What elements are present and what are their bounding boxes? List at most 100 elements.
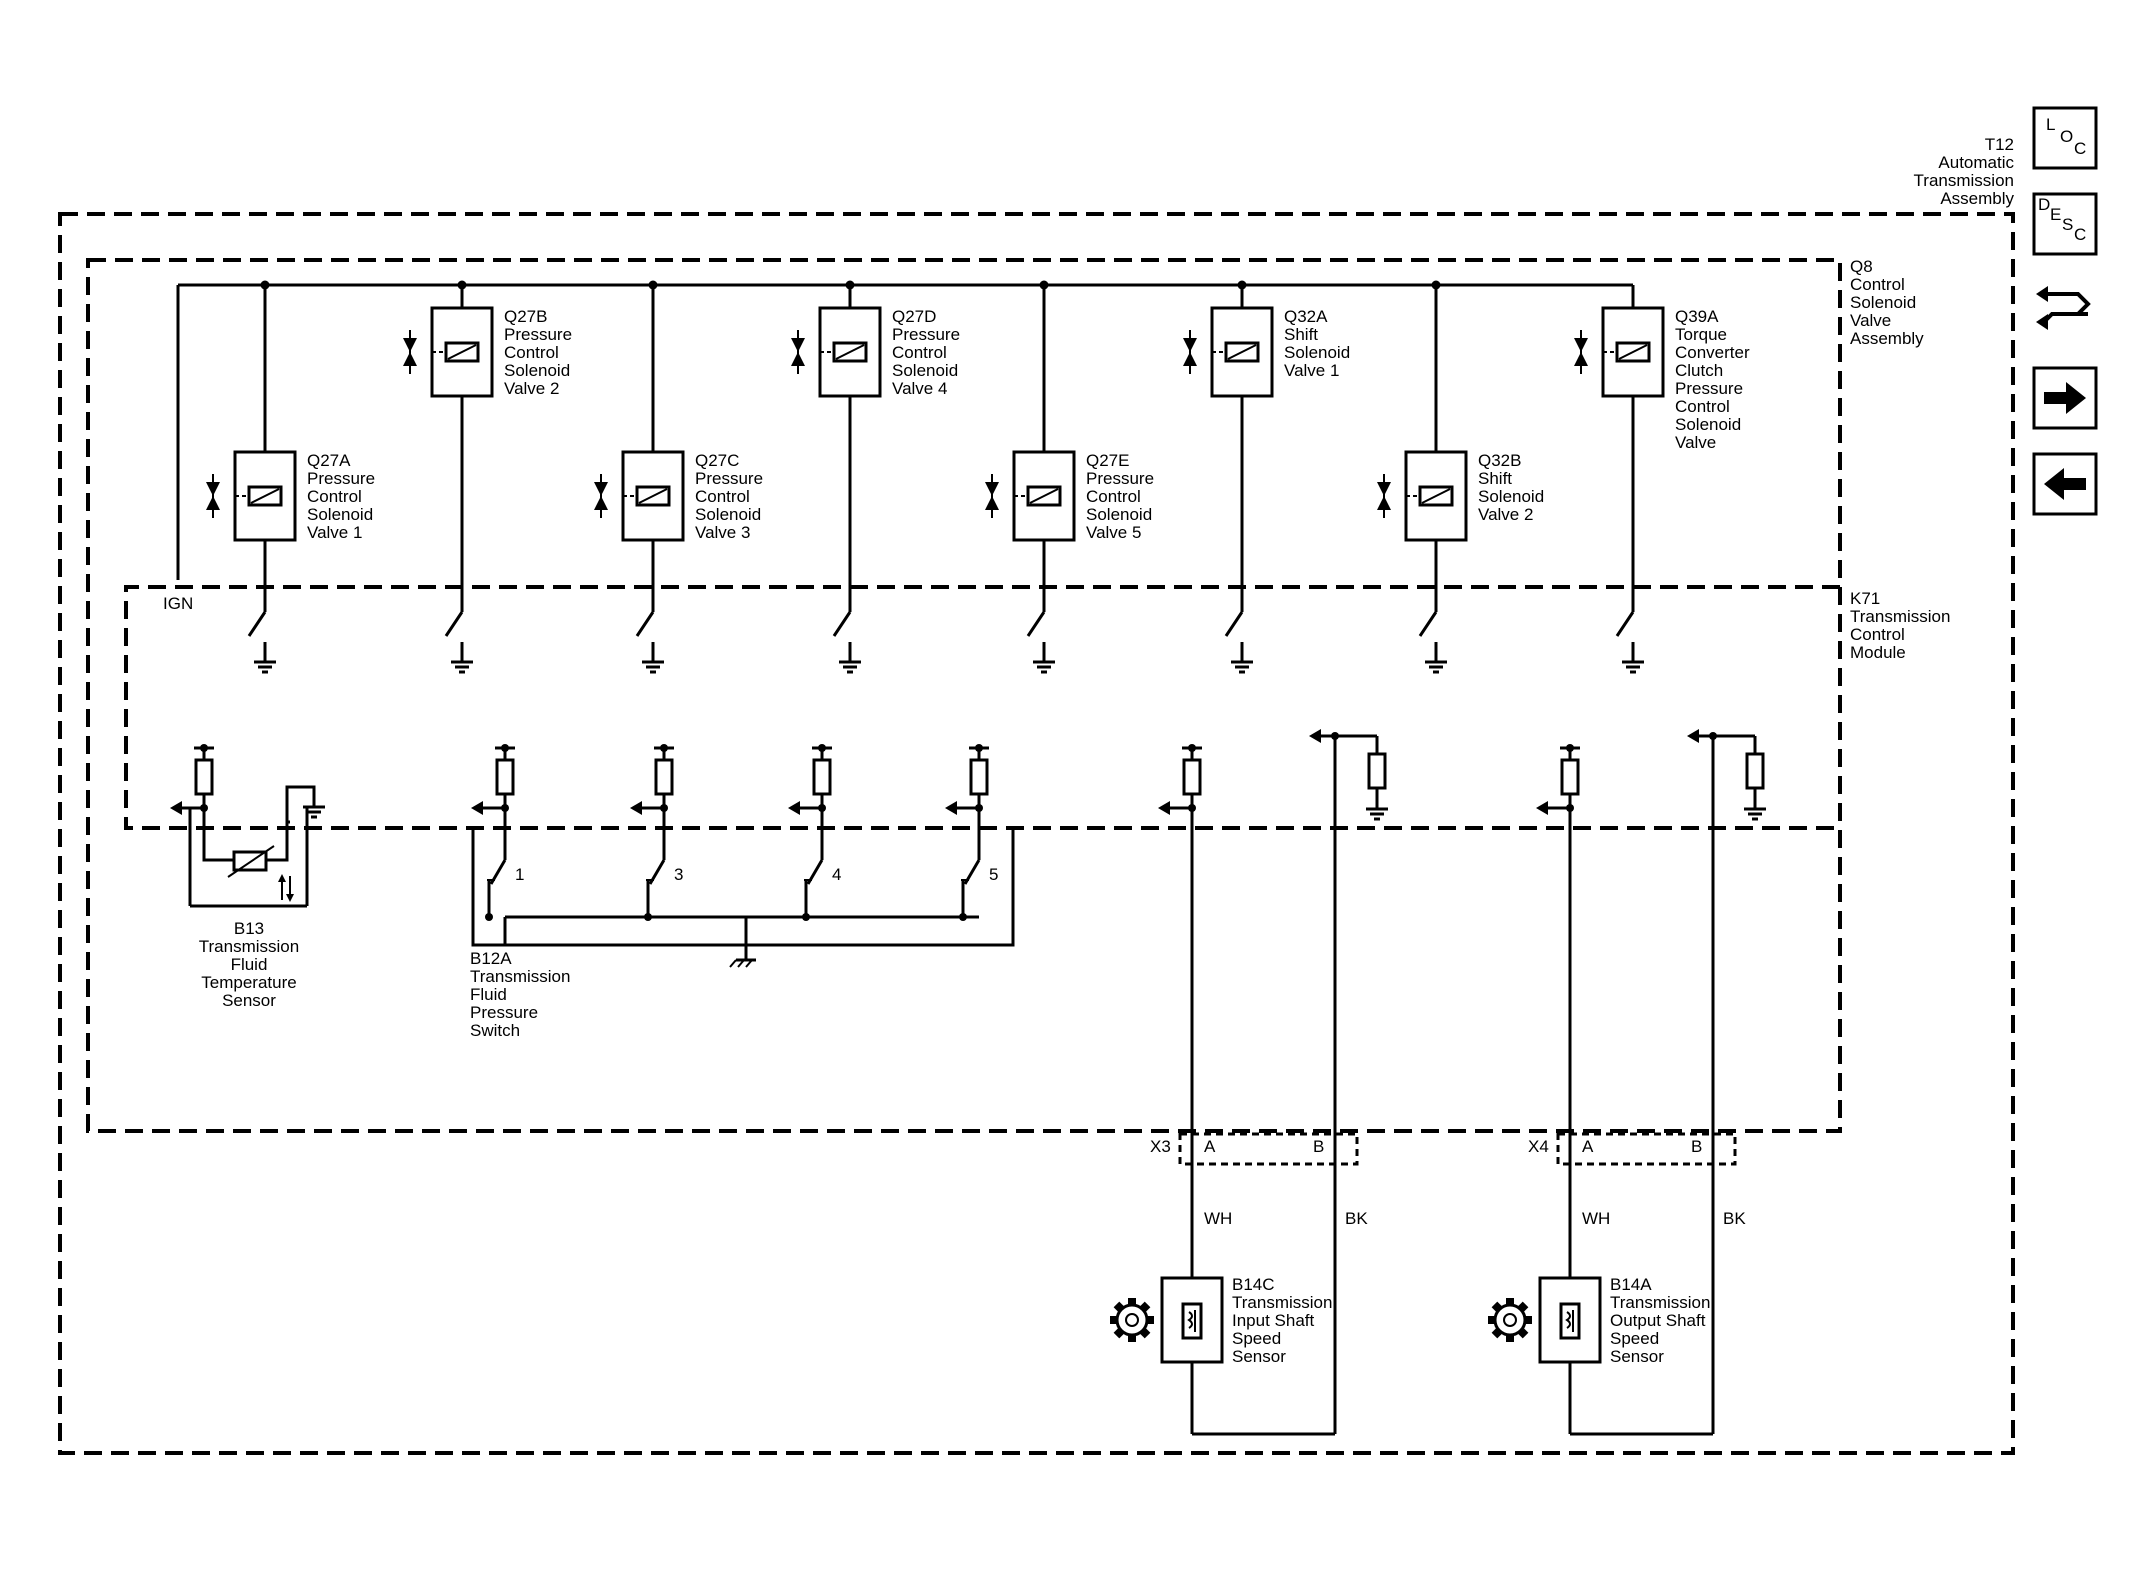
svg-text:X3: X3 (1150, 1137, 1171, 1156)
temp-sensor-input (170, 744, 214, 815)
svg-text:Module: Module (1850, 643, 1906, 662)
svg-text:Valve 1: Valve 1 (1284, 361, 1339, 380)
svg-text:E: E (2050, 205, 2061, 224)
svg-text:D: D (2038, 195, 2050, 214)
svg-text:Output Shaft: Output Shaft (1610, 1311, 1706, 1330)
svg-text:Pressure: Pressure (504, 325, 572, 344)
svg-text:Speed: Speed (1232, 1329, 1281, 1348)
temperature-sensor (188, 785, 327, 908)
temperature-sensor-label: B13 Transmission Fluid Temperature Senso… (199, 919, 299, 1010)
svg-text:Valve 1: Valve 1 (307, 523, 362, 542)
svg-text:Q39A: Q39A (1675, 307, 1719, 326)
svg-text:C: C (2074, 139, 2086, 158)
svg-text:Transmission: Transmission (1232, 1293, 1332, 1312)
svg-text:Control: Control (1850, 625, 1905, 644)
svg-text:Q27A: Q27A (307, 451, 351, 470)
svg-text:Transmission: Transmission (199, 937, 299, 956)
speed-sensor-b14c (1110, 1276, 1224, 1364)
connector-swap-button[interactable] (2032, 274, 2098, 338)
svg-text:Control: Control (307, 487, 362, 506)
arrow-right-icon (2032, 366, 2098, 430)
valve-assembly-label: Q8 Control Solenoid Valve Assembly (1850, 257, 1924, 348)
description-button[interactable]: D E S C (2032, 192, 2098, 256)
svg-text:Q27E: Q27E (1086, 451, 1129, 470)
pressure-switch-input-3: 3 (630, 744, 683, 921)
svg-text:Transmission: Transmission (1850, 607, 1950, 626)
svg-text:Solenoid: Solenoid (892, 361, 958, 380)
ign-label: IGN (163, 594, 193, 613)
svg-text:Torque: Torque (1675, 325, 1727, 344)
svg-text:Shift: Shift (1478, 469, 1512, 488)
speed-input-a-1 (1536, 744, 1580, 815)
svg-text:Speed: Speed (1610, 1329, 1659, 1348)
svg-text:B: B (1313, 1137, 1324, 1156)
svg-text:Temperature: Temperature (201, 973, 296, 992)
contact-label: 5 (989, 865, 998, 884)
svg-text:Clutch: Clutch (1675, 361, 1723, 380)
assembly-boundary (58, 212, 2015, 1455)
valve-assembly-boundary (86, 258, 1842, 1133)
solenoid-label: Q39ATorqueConverterClutchPressureControl… (1675, 307, 1750, 452)
assembly-label: T12 Automatic Transmission Assembly (1914, 135, 2015, 208)
svg-text:Control: Control (1086, 487, 1141, 506)
svg-text:Input Shaft: Input Shaft (1232, 1311, 1315, 1330)
svg-text:Assembly: Assembly (1940, 189, 2014, 208)
svg-text:Q27B: Q27B (504, 307, 547, 326)
svg-text:Pressure: Pressure (470, 1003, 538, 1022)
svg-text:L: L (2046, 115, 2055, 134)
svg-text:Solenoid: Solenoid (307, 505, 373, 524)
svg-text:Automatic: Automatic (1938, 153, 2014, 172)
svg-text:Q27C: Q27C (695, 451, 739, 470)
svg-text:B13: B13 (234, 919, 264, 938)
previous-page-button[interactable] (2032, 452, 2098, 516)
contact-label: 4 (832, 865, 841, 884)
svg-text:Solenoid: Solenoid (1086, 505, 1152, 524)
svg-text:Valve: Valve (1675, 433, 1716, 452)
svg-text:Pressure: Pressure (1675, 379, 1743, 398)
svg-text:Q32B: Q32B (1478, 451, 1521, 470)
svg-text:Solenoid: Solenoid (1478, 487, 1544, 506)
svg-text:K71: K71 (1850, 589, 1880, 608)
solenoid-valve-q39a: Q39ATorqueConverterClutchPressureControl… (1573, 285, 1750, 674)
gear-icon (1110, 1298, 1154, 1342)
svg-text:Solenoid: Solenoid (695, 505, 761, 524)
wire-color-label: BK (1723, 1209, 1746, 1228)
svg-text:Pressure: Pressure (892, 325, 960, 344)
svg-text:Solenoid: Solenoid (1675, 415, 1741, 434)
contact-label: 3 (674, 865, 683, 884)
svg-text:Valve 5: Valve 5 (1086, 523, 1141, 542)
svg-text:Pressure: Pressure (1086, 469, 1154, 488)
next-page-button[interactable] (2032, 366, 2098, 430)
svg-text:Solenoid: Solenoid (1284, 343, 1350, 362)
svg-text:B12A: B12A (470, 949, 512, 968)
svg-text:Transmission: Transmission (1914, 171, 2014, 190)
svg-text:Control: Control (892, 343, 947, 362)
svg-text:Control: Control (695, 487, 750, 506)
location-button[interactable]: L O C (2032, 106, 2098, 170)
svg-text:Control: Control (504, 343, 559, 362)
gear-icon (1488, 1298, 1532, 1342)
svg-text:Shift: Shift (1284, 325, 1318, 344)
svg-text:Solenoid: Solenoid (504, 361, 570, 380)
svg-text:B: B (1691, 1137, 1702, 1156)
pressure-switch-input-5: 5 (945, 744, 998, 921)
svg-text:Transmission: Transmission (470, 967, 570, 986)
svg-text:Sensor: Sensor (1232, 1347, 1286, 1366)
svg-text:Converter: Converter (1675, 343, 1750, 362)
svg-text:Switch: Switch (470, 1021, 520, 1040)
svg-text:Transmission: Transmission (1610, 1293, 1710, 1312)
